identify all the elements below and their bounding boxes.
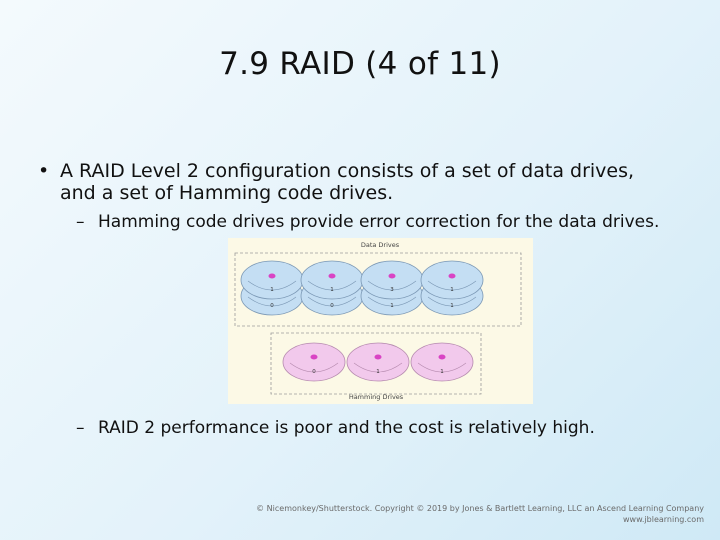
bit-label: 0 xyxy=(330,303,334,309)
data-drives-group xyxy=(234,252,522,327)
bullet-item: • A RAID Level 2 configuration consists … xyxy=(38,160,660,204)
platter-track xyxy=(247,296,297,307)
bit-label: 1 xyxy=(450,303,454,309)
spindle-hub xyxy=(328,273,336,279)
platter-track xyxy=(289,362,339,373)
spindle-hub xyxy=(268,273,276,279)
hamming-drive: 0 xyxy=(282,342,346,382)
publisher-url: www.jblearning.com xyxy=(622,515,704,524)
data-drive: 11 xyxy=(420,260,484,316)
bit-label: 1 xyxy=(390,303,394,309)
data-drive: 13 xyxy=(360,260,424,316)
bit-label: 1 xyxy=(376,369,380,375)
sub-bullet-text: RAID 2 performance is poor and the cost … xyxy=(98,418,595,438)
sub-bullet-item: – Hamming code drives provide error corr… xyxy=(76,212,678,233)
bullet-text: A RAID Level 2 configuration consists of… xyxy=(60,160,635,204)
spindle-hub xyxy=(448,273,456,279)
platter-track xyxy=(427,280,477,291)
hamming-drives-label: Hamming Drives xyxy=(349,393,404,401)
hamming-drive-platter xyxy=(346,342,410,382)
platter-track xyxy=(367,296,417,307)
spindle-hub xyxy=(310,354,318,360)
platter-track xyxy=(307,280,357,291)
bullet-marker: • xyxy=(38,160,50,182)
spindle-hub xyxy=(374,354,382,360)
hamming-drive: 1 xyxy=(410,342,474,382)
spindle-hub xyxy=(438,354,446,360)
data-drive: 01 xyxy=(240,260,304,316)
bit-label: 1 xyxy=(450,287,454,293)
platter-track xyxy=(353,362,403,373)
hamming-drive: 1 xyxy=(346,342,410,382)
sub-bullet-dash: – xyxy=(76,418,85,438)
hamming-drives-group xyxy=(270,332,482,395)
bit-label: 1 xyxy=(440,369,444,375)
copyright-text: © Nicemonkey/Shutterstock. Copyright © 2… xyxy=(256,504,704,513)
platter-track xyxy=(427,296,477,307)
hamming-drive-platter xyxy=(282,342,346,382)
bit-label: 0 xyxy=(270,303,274,309)
platter-track xyxy=(247,280,297,291)
data-drive-upper-platter xyxy=(300,260,364,300)
sub-bullet-text: Hamming code drives provide error correc… xyxy=(98,212,660,232)
sub-bullet-dash: – xyxy=(76,212,85,232)
sub-bullet-item: – RAID 2 performance is poor and the cos… xyxy=(76,418,678,439)
platter-track xyxy=(417,362,467,373)
bit-label: 1 xyxy=(270,287,274,293)
data-drive-upper-platter xyxy=(420,260,484,300)
data-drive-upper-platter xyxy=(360,260,424,300)
data-drives-label: Data Drives xyxy=(361,241,400,249)
platter-track xyxy=(367,280,417,291)
bit-label: 3 xyxy=(390,287,394,293)
bit-label: 0 xyxy=(312,369,316,375)
slide-title: 7.9 RAID (4 of 11) xyxy=(219,46,501,82)
data-drive-upper-platter xyxy=(240,260,304,300)
data-drive: 01 xyxy=(300,260,364,316)
spindle-hub xyxy=(388,273,396,279)
platter-track xyxy=(307,296,357,307)
copyright-footer: © Nicemonkey/Shutterstock. Copyright © 2… xyxy=(256,503,704,525)
bit-label: 1 xyxy=(330,287,334,293)
hamming-drive-platter xyxy=(410,342,474,382)
